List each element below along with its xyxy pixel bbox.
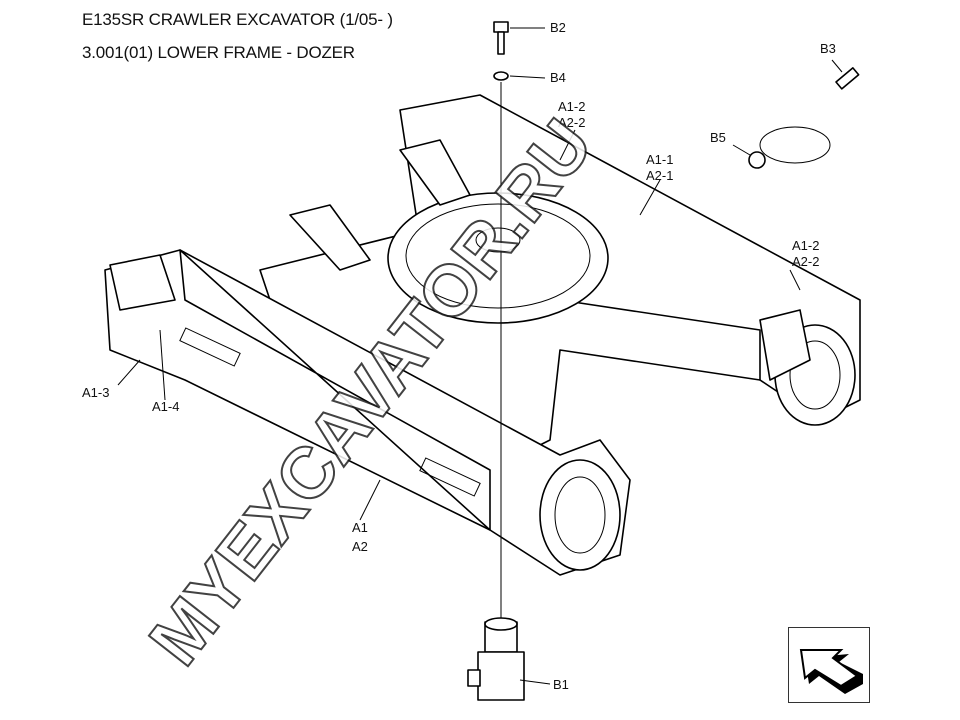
bolt-b2: [493, 21, 509, 55]
callout-b2[interactable]: B2: [550, 20, 566, 35]
nut-b5: [748, 151, 766, 169]
bolt-b3: [835, 67, 860, 90]
diagram-title: E135SR CRAWLER EXCAVATOR (1/05- ): [82, 10, 393, 29]
washer-b4: [493, 71, 509, 81]
diagram-subtitle: 3.001(01) LOWER FRAME - DOZER: [82, 43, 355, 62]
callout-a2-2-right[interactable]: A2-2: [792, 254, 819, 269]
lower-frame: [104, 94, 861, 576]
callout-b5[interactable]: B5: [710, 130, 726, 145]
callout-a1-2-top[interactable]: A1-2: [558, 99, 585, 114]
mount-plate: [759, 126, 831, 164]
arrow-back-icon: [799, 649, 863, 694]
callout-a1-3[interactable]: A1-3: [82, 385, 109, 400]
callout-a1[interactable]: A1: [352, 520, 368, 535]
callout-a2[interactable]: A2: [352, 539, 368, 554]
callout-a1-1[interactable]: A1-1: [646, 152, 673, 167]
callout-b3[interactable]: B3: [820, 41, 836, 56]
callout-a2-1[interactable]: A2-1: [646, 168, 673, 183]
swivel-joint-b1: [467, 617, 525, 701]
callout-a1-4[interactable]: A1-4: [152, 399, 179, 414]
leader-lines: [117, 27, 843, 685]
callout-a2-2-top[interactable]: A2-2: [558, 115, 585, 130]
callout-a1-2-right[interactable]: A1-2: [792, 238, 819, 253]
callout-b1[interactable]: B1: [553, 677, 569, 692]
callout-b4[interactable]: B4: [550, 70, 566, 85]
back-navigation-button[interactable]: [788, 627, 870, 703]
